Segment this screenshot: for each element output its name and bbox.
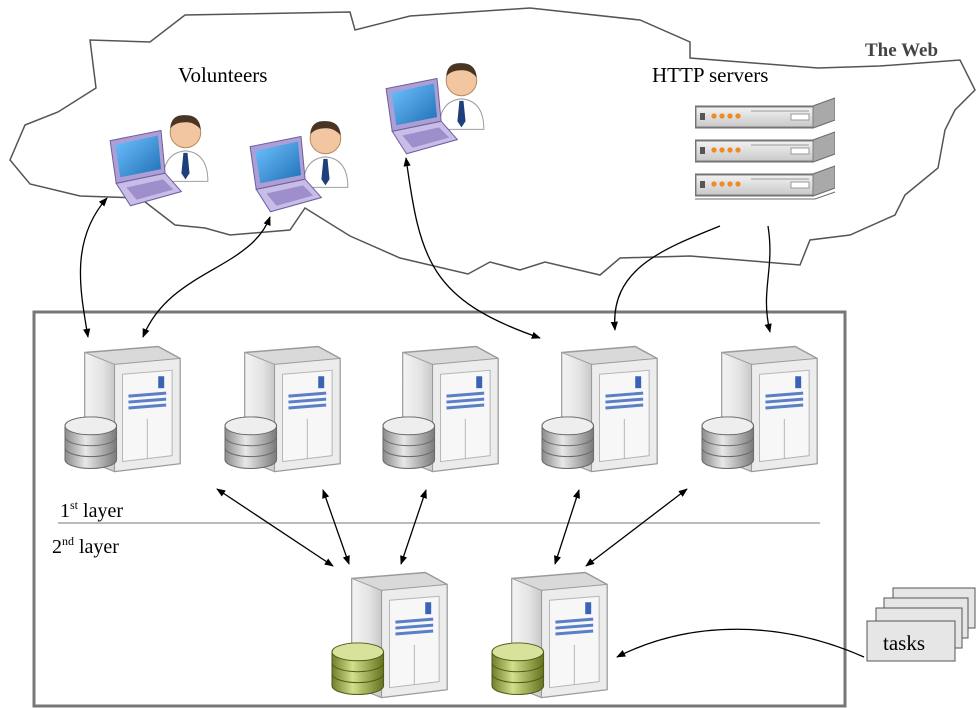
arrow-s3-db1 [400,489,427,565]
arrow-tasks-db2 [616,628,865,658]
web-label: The Web [865,40,938,61]
second-layer-server-icon-2 [490,571,609,699]
tasks-label: tasks [883,631,925,655]
arrow-http-server4 [610,225,721,331]
first-layer-server-icon-1 [63,345,182,473]
volunteers-label: Volunteers [178,63,267,87]
arrow-http-server5 [764,225,772,333]
first-layer-server-icon-4 [540,345,659,473]
arrow-volunteer2-server1b [142,216,271,338]
arrow-s5-db2 [585,488,688,567]
tasks-stack-icon [866,587,976,662]
arrow-s2-db1 [322,489,350,565]
arrow-s4-db2 [554,489,580,565]
arrow-volunteer1-server1 [79,197,108,338]
arrow-s1-db1 [216,488,334,567]
connection-arrows [79,157,865,658]
http-server-rack-icon [695,97,836,200]
first-layer-server-icon-2 [223,345,342,473]
first-layer-server-icon-5 [700,345,819,473]
first-layer-server-icon-3 [381,345,500,473]
arrow-volunteer3-server4 [403,157,541,339]
second-layer-server-icon-1 [330,571,449,699]
http-servers-label: HTTP servers [652,63,768,87]
